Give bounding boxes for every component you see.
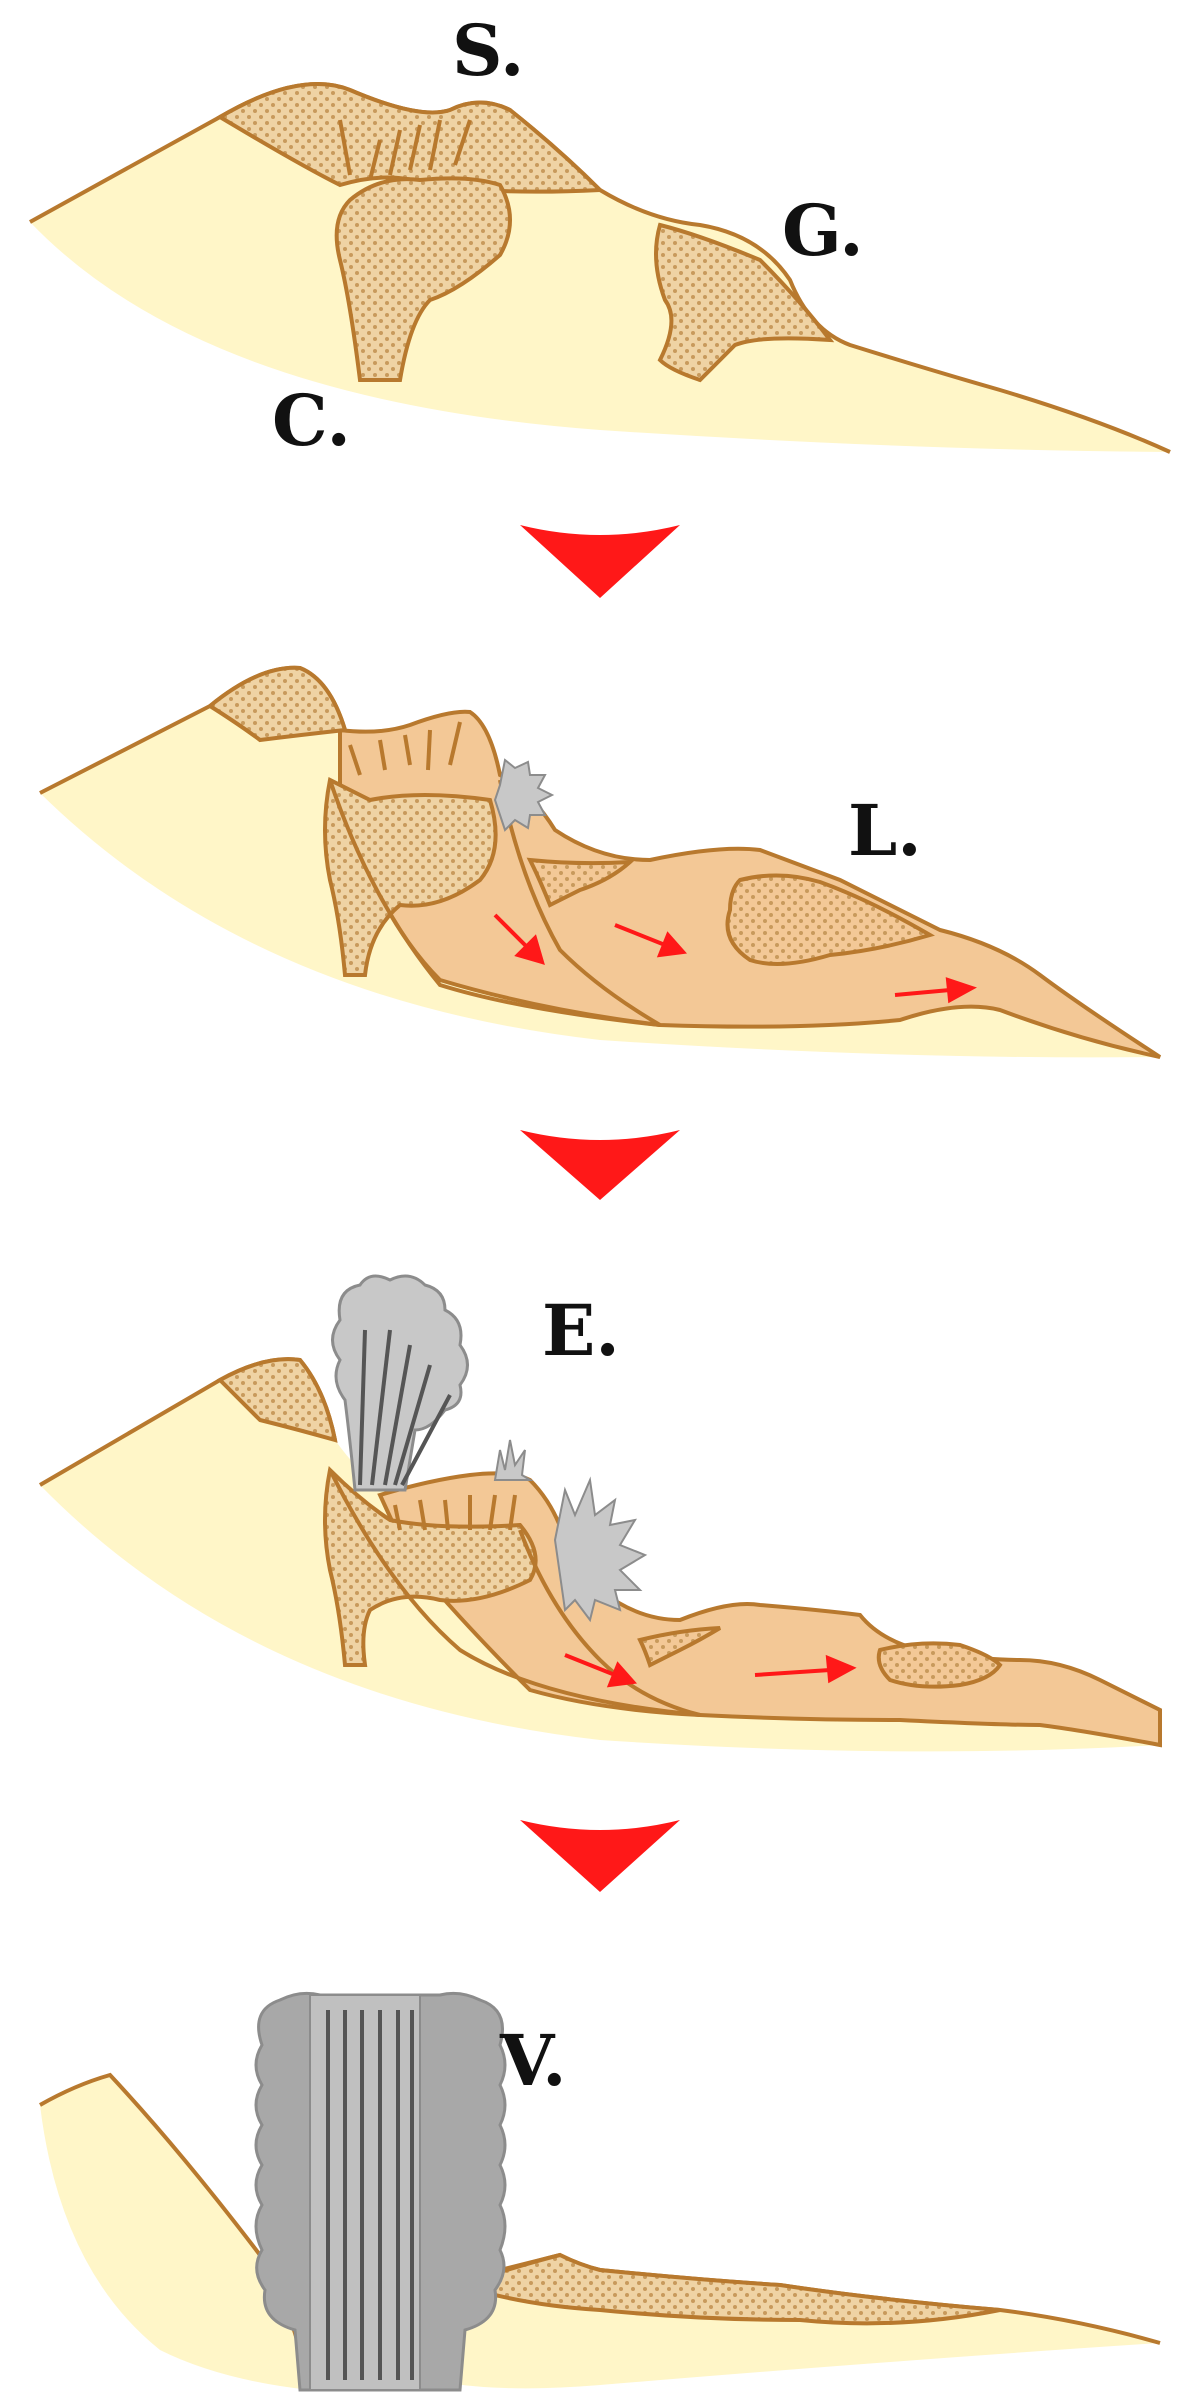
stage-3-eruption-plume: [331, 1274, 648, 1623]
stage-3-motion-arrows: [564, 1653, 857, 1688]
stage-3-label-e: E.: [542, 1289, 620, 1372]
step-arrow-3: [520, 1820, 680, 1892]
stage-3-conduit: [323, 1465, 538, 1667]
stage-3-eruption: [38, 1274, 1162, 1752]
stage-4-label-v: V.: [499, 2019, 566, 2102]
stage-1-label-c: C.: [272, 379, 351, 462]
stage-1-flank-deposit: [654, 222, 835, 383]
stage-3-block-1: [637, 1626, 722, 1668]
stage-2-block-2: [725, 873, 935, 966]
stage-2-label-l: L.: [848, 789, 922, 872]
step-arrow-2: [520, 1130, 680, 1200]
stage-3-fracture-lines: [393, 1494, 517, 1531]
stage-4-deposit: [453, 2252, 1001, 2326]
stage-4-columnar-joints: [326, 2010, 414, 2380]
stage-2-motion-arrows: [493, 913, 977, 1004]
stage-3-summit-deposit: [216, 1357, 338, 1443]
stage-2-slip-surfaces: [328, 779, 662, 1027]
stage-2-landslide: [39, 665, 1162, 1059]
stage-4-volcanic-plug: [39, 1991, 1161, 2392]
stage-1-cone: [29, 82, 1171, 454]
step-arrow-1: [520, 525, 680, 598]
stage-2-fracture-lines: [348, 721, 462, 776]
stage-3-block-2: [876, 1641, 1003, 1689]
stage-2-block-1: [526, 857, 636, 908]
stage-2-conduit: [323, 777, 498, 977]
stage-1-summit-deposit: [216, 82, 605, 194]
stage-1-conduit: [334, 176, 512, 382]
stage-1-base-body: [30, 84, 1170, 452]
stage-4-base-body: [40, 2075, 310, 2390]
stage-2-ash-burst: [493, 758, 555, 832]
stage-1-label-g: G.: [782, 189, 864, 272]
stage-3-slip-surfaces: [328, 1469, 701, 1717]
stage-1-fracture-lines: [338, 119, 472, 181]
stage-1-label-s: S.: [452, 9, 524, 92]
stage-2-summit-deposit: [206, 665, 348, 743]
